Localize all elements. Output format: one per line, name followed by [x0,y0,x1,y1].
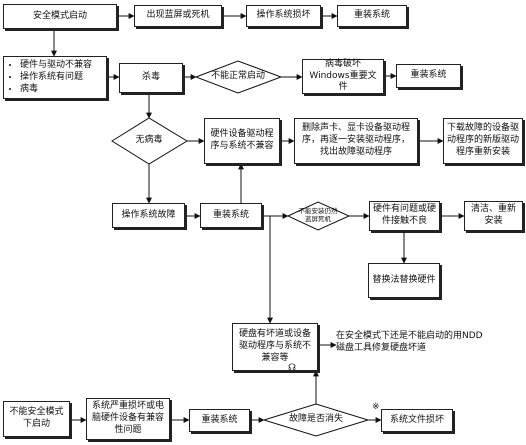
node-virus-damage-label: 病毒破坏Windows重要文件 [309,58,377,93]
node-swap-test: 替换法替换硬件 [368,263,440,298]
node-clean-reinstall: 清洁、重新安装 [464,201,523,231]
node-swap-test-label: 替换法替换硬件 [372,274,436,285]
node-remove-drivers: 删除声卡、显卡设备驱动程序，再逐一安装驱动程序，找出故障驱动程序 [294,118,418,164]
node-reinstall-mid: 重装系统 [200,203,262,228]
decision-still-crash: 不能安装仍然蓝屏死机 [296,207,340,224]
node-download-driver: 下载故障的设备驱动程序的新版驱动程序重新安装 [443,118,523,164]
node-blue-screen-label: 出现蓝屏或死机 [146,10,210,21]
node-reinstall-bottom-label: 重装系统 [201,414,238,425]
cause-item: 病毒 [20,83,103,95]
annotation-mark-b-glyph: ※ [372,402,380,412]
node-sys-file-damage-label: 系统文件损坏 [389,414,444,425]
node-cannot-boot-safe: 不能安全模式下启动 [3,401,70,437]
decision-no-virus-shape [111,117,188,165]
node-antivirus: 杀毒 [119,63,183,93]
node-cannot-boot-safe-label: 不能安全模式下启动 [9,407,64,429]
decision-still-crash-label: 不能安装仍然蓝屏死机 [298,207,338,223]
decision-fault-gone-shape [262,403,370,437]
node-reinstall-virus-label: 重装系统 [410,70,447,81]
node-disk-bad: 硬盘有坏道或设备驱动程序与系统不兼容等 [232,323,318,371]
node-disk-bad-label: 硬盘有坏道或设备驱动程序与系统不兼容等 [238,329,311,363]
node-reinstall-top: 重装系统 [337,5,407,27]
note-ndd-repair: 在安全模式下还是不能启动的用NDD磁盘工具修复硬盘坏道 [336,330,486,354]
node-safe-mode-boot: 安全模式启动 [3,4,117,29]
cause-item: 硬件与驱动不兼容 [20,59,103,71]
node-remove-drivers-label: 删除声卡、显卡设备驱动程序，再逐一安装驱动程序，找出故障驱动程序 [301,123,410,157]
node-download-driver-label: 下载故障的设备驱动程序的新版驱动程序重新安装 [447,123,520,157]
annotation-mark-b: ※ [372,401,380,413]
node-virus-damage: 病毒破坏Windows重要文件 [302,59,384,94]
node-antivirus-label: 杀毒 [141,72,160,83]
node-hardware-issue: 硬件有问题或硬件接触不良 [369,201,440,231]
node-sys-file-damage: 系统文件损坏 [381,409,453,432]
node-hw-damage-label: 系统严重损坏或电脑硬件设备有兼容性问题 [91,401,164,435]
node-hardware-issue-label: 硬件有问题或硬件接触不良 [373,204,437,226]
node-safe-mode-boot-label: 安全模式启动 [32,10,87,21]
node-os-damaged-top-label: 操作系统损坏 [256,10,311,21]
node-hw-damage: 系统严重损坏或电脑硬件设备有兼容性问题 [86,398,170,440]
node-os-fault: 操作系统故障 [112,203,185,228]
node-os-damaged-top: 操作系统损坏 [246,5,321,27]
annotation-mark-a-glyph: ☊ [288,363,296,373]
decision-still-crash-shape [286,201,351,231]
node-reinstall-virus: 重装系统 [396,64,461,88]
note-ndd-repair-label: 在安全模式下还是不能启动的用NDD磁盘工具修复硬盘坏道 [336,331,483,354]
node-clean-reinstall-label: 清洁、重新安装 [470,204,516,226]
decision-no-virus: 无病毒 [125,132,173,150]
decision-no-virus-label: 无病毒 [135,135,163,146]
node-driver-incompatible-label: 硬件设备驱动程序与系统不兼容 [210,129,274,151]
node-reinstall-top-label: 重装系统 [353,10,390,21]
decision-fault-gone-label: 故障是否消失 [288,414,343,425]
annotation-mark-a: ☊ [288,362,296,374]
node-blue-screen: 出现蓝屏或死机 [134,5,222,27]
decision-cannot-boot: 不能正常启动 [205,68,271,86]
node-os-fault-label: 操作系统故障 [121,209,176,220]
node-causes-list: 硬件与驱动不兼容 操作系统有问题 病毒 [3,56,107,99]
decision-cannot-boot-label: 不能正常启动 [210,71,265,82]
decision-cannot-boot-shape [194,60,283,94]
node-driver-incompatible: 硬件设备驱动程序与系统不兼容 [204,118,280,164]
decision-fault-gone: 故障是否消失 [282,411,350,429]
cause-item: 操作系统有问题 [20,71,103,83]
node-reinstall-bottom: 重装系统 [189,409,250,432]
node-reinstall-mid-label: 重装系统 [212,209,249,220]
